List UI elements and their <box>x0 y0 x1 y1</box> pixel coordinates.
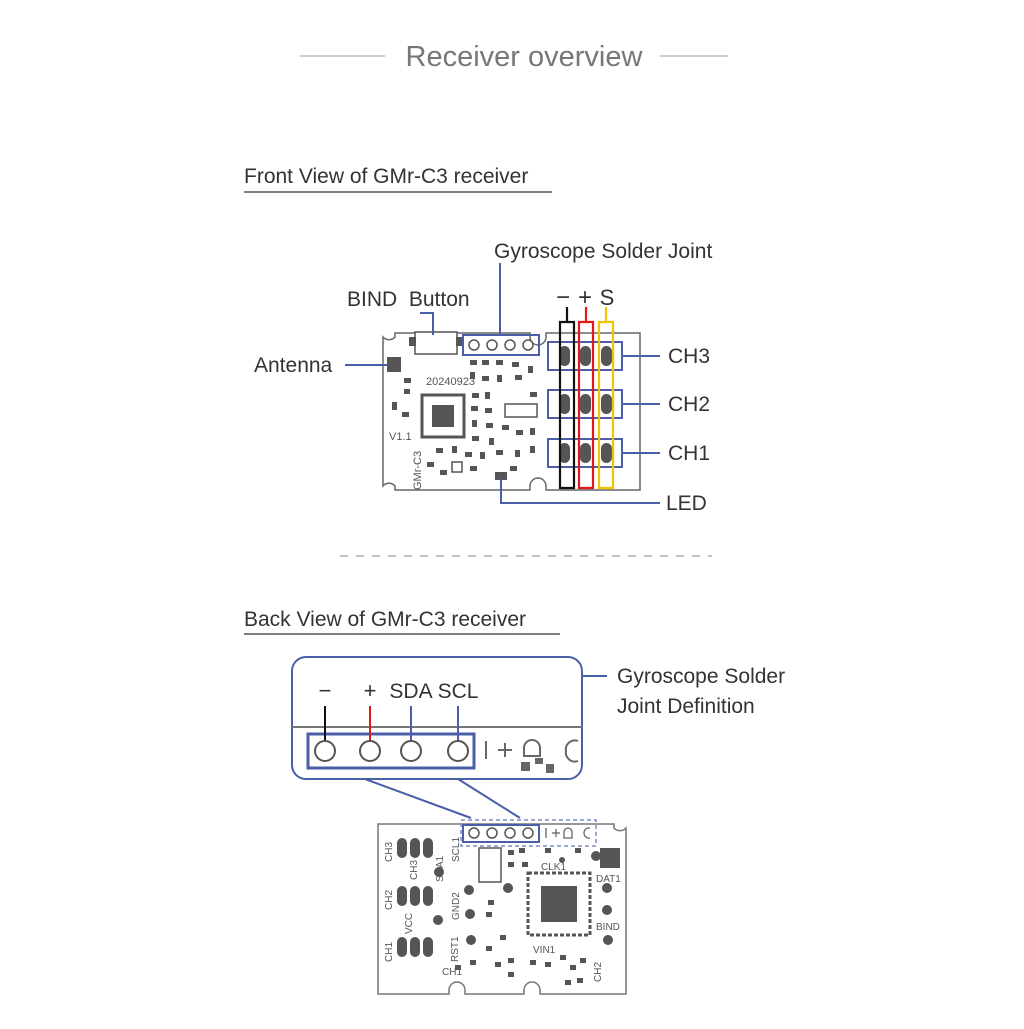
front-version: V1.1 <box>389 431 412 443</box>
front-crystal <box>504 403 538 418</box>
front-model: GMr-C3 <box>412 451 424 490</box>
back-gyro-dashed-box <box>460 819 597 847</box>
zoom-lines <box>364 778 521 819</box>
back-channel-pads <box>397 838 433 957</box>
silk-ch3-b: CH3 <box>409 860 420 880</box>
back-callout-line1: Gyroscope Solder <box>617 665 785 688</box>
silk-gnd2: GND2 <box>451 892 462 920</box>
led-leader <box>500 478 660 504</box>
front-small-ic <box>451 461 463 473</box>
zoom-line-right <box>457 778 521 819</box>
antenna-label: Antenna <box>254 354 333 377</box>
bind-button-label: BIND Button <box>347 288 470 311</box>
back-test-points <box>433 851 613 945</box>
pad-minus-label: − <box>319 678 332 703</box>
minus-wire <box>558 307 576 490</box>
back-board-outline <box>377 823 627 995</box>
signal-wire <box>597 307 615 490</box>
magnified-silkscreen-glyphs <box>485 739 579 763</box>
silk-ch1-b: CH1 <box>442 967 462 978</box>
bind-button-leader <box>420 312 434 335</box>
bind-button-component <box>409 331 463 355</box>
silk-ch3-a: CH3 <box>384 842 395 862</box>
page-header: Receiver overview <box>300 41 728 73</box>
pin-minus-label: − <box>556 284 570 311</box>
back-silkscreen: CH3 CH3 SDA1 SCL1 CH2 VCC GND2 CH1 RST1 … <box>384 837 621 982</box>
silk-clk1: CLK1 <box>541 862 566 873</box>
magnified-smd <box>521 758 554 773</box>
silk-ch2: CH2 <box>384 890 395 910</box>
magnified-pads <box>314 740 469 762</box>
front-view-title: Front View of GMr-C3 receiver <box>244 165 528 188</box>
silk-dat1: DAT1 <box>596 874 621 885</box>
back-view-section: Back View of GMr-C3 receiver − + SDA SCL <box>244 608 785 995</box>
ch3-label: CH3 <box>668 345 710 368</box>
back-gyro-pad-box <box>462 824 540 843</box>
back-callout-line2: Joint Definition <box>617 695 755 718</box>
back-mcu-chip <box>526 871 592 937</box>
silk-bind: BIND <box>596 922 620 933</box>
back-crystal <box>478 847 502 883</box>
pad-sda-label: SDA <box>389 680 432 703</box>
ch2-label: CH2 <box>668 393 710 416</box>
pin-plus-label: + <box>578 284 592 311</box>
pad-sda <box>400 740 422 762</box>
antenna-pad <box>387 357 401 372</box>
page-title: Receiver overview <box>406 41 644 73</box>
front-view-section: Front View of GMr-C3 receiver 20240923 V… <box>244 165 712 515</box>
gyro-joint-label: Gyroscope Solder Joint <box>494 240 712 263</box>
pad-plus-label: + <box>364 678 377 703</box>
front-led-component <box>495 472 507 480</box>
silk-scl1: SCL1 <box>451 837 462 862</box>
front-small-components <box>392 360 537 475</box>
front-mcu-chip <box>420 393 466 439</box>
front-date-code: 20240923 <box>426 376 475 388</box>
silk-vcc: VCC <box>404 913 415 934</box>
back-gyro-glyphs <box>545 827 591 839</box>
back-gyro-pads <box>468 827 534 839</box>
back-small-components <box>455 848 586 985</box>
pad-scl-label: SCL <box>438 680 479 703</box>
silk-rst1: RST1 <box>450 936 461 962</box>
pad-plus <box>359 740 381 762</box>
silk-sda1: SDA1 <box>435 855 446 882</box>
zoom-line-left <box>364 778 472 819</box>
pin-signal-label: S <box>600 285 615 310</box>
silk-ch2-b: CH2 <box>593 962 604 982</box>
plus-wire <box>577 307 595 490</box>
silk-vin1: VIN1 <box>533 945 556 956</box>
front-callout-leaders <box>345 263 660 504</box>
silk-ch1-a: CH1 <box>384 942 395 962</box>
ch1-label: CH1 <box>668 442 710 465</box>
led-label: LED <box>666 492 707 515</box>
back-square-pad <box>600 848 620 868</box>
pad-minus <box>314 740 336 762</box>
back-view-title: Back View of GMr-C3 receiver <box>244 608 526 631</box>
pad-scl <box>447 740 469 762</box>
magnified-pad-box <box>306 732 476 770</box>
